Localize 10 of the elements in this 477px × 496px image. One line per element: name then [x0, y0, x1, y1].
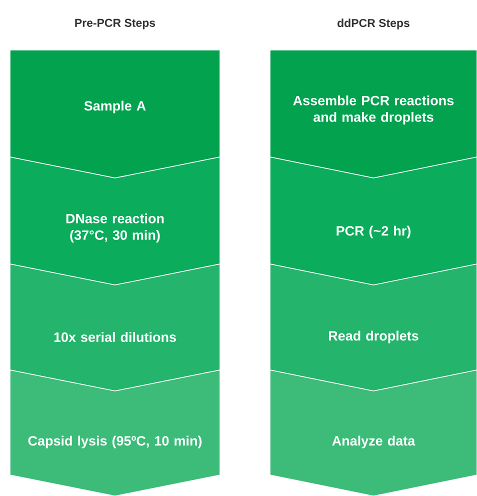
chevron-box: DNase reaction (37°C, 30 min) [10, 156, 220, 286]
chevron-box: Read droplets [270, 264, 477, 392]
chevron-box: Capsid lysis (95ºC, 10 min) [10, 370, 220, 496]
column-heading: ddPCR Steps [338, 18, 410, 30]
chevron-box: 10x serial dilutions [10, 264, 220, 392]
chevron-box: PCR (~2 hr) [270, 156, 477, 286]
chevron-box: Analyze data [270, 370, 477, 496]
chevron-box: Assemble PCR reactions and make droplets [270, 50, 477, 178]
chevron-box: Sample A [10, 50, 220, 178]
column-heading: Pre-PCR Steps [75, 18, 156, 30]
